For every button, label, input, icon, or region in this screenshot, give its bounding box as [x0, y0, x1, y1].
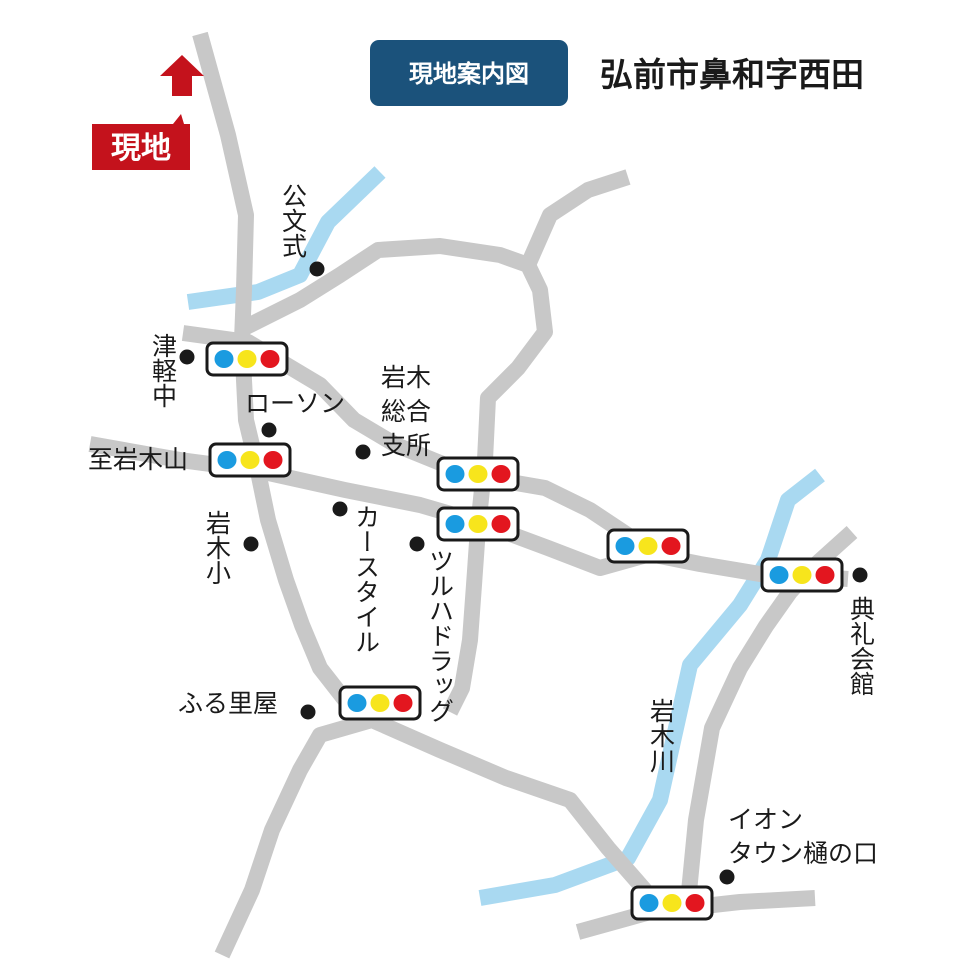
signal-furusatoya: [338, 685, 422, 721]
road-main-ns: [192, 31, 377, 727]
signal-lamp-blue: [347, 694, 367, 712]
signal-lamp-yellow: [370, 694, 390, 712]
signal-central: [436, 506, 520, 542]
signal-lamp-blue: [445, 465, 465, 483]
aeon-label-1: イオン: [728, 805, 803, 834]
signal-lamp-red: [260, 350, 280, 368]
rivers: [186, 166, 825, 906]
signal-lamp-yellow: [792, 566, 812, 584]
aeon-label-2: タウン樋の口: [728, 839, 878, 868]
tsuruha-drug-label: ツルハドラッグ: [426, 548, 455, 723]
signal-tenrei-kaikan: [760, 557, 844, 593]
signal-lamp-blue: [769, 566, 789, 584]
iwaki-river-label: 岩木川: [647, 698, 676, 773]
signal-lamp-red: [685, 894, 705, 912]
road-northern-loop: [240, 238, 553, 716]
tsugaru-chu-dot: [179, 349, 195, 365]
signal-lamp-yellow: [468, 515, 488, 533]
tsugaru-chu-label: 津軽中: [149, 333, 178, 408]
iwaki-shisho-label-1: 岩木: [381, 363, 431, 392]
iwaki-sho-dot: [243, 536, 259, 552]
signal-lamp-blue: [445, 515, 465, 533]
signal-lamp-red: [491, 465, 511, 483]
signal-lamp-red: [661, 537, 681, 555]
title-badge-label: 現地案内図: [409, 60, 529, 88]
signal-east-road: [606, 528, 690, 564]
tsuruha-drug-dot: [409, 536, 425, 552]
title-badge: [370, 40, 568, 106]
signal-lamp-yellow: [237, 350, 257, 368]
signal-lamp-yellow: [638, 537, 658, 555]
signal-lamp-blue: [214, 350, 234, 368]
tenrei-kaikan-dot: [852, 567, 868, 583]
current-location-marker: 現地: [92, 55, 204, 170]
lawson-label: ローソン: [245, 389, 345, 418]
lawson-dot: [261, 422, 277, 438]
signal-lamp-yellow: [662, 894, 682, 912]
to-iwakisan-label: 至岩木山: [88, 445, 188, 474]
iwaki-shisho-label-3: 支所: [381, 431, 431, 460]
aeon-dot: [719, 869, 735, 885]
landmark-labels: 公文式 津軽中 ローソン 岩木 総合 支所 至岩木山 岩木小 カースタイル ツル…: [88, 183, 878, 868]
current-location-label: 現地: [111, 131, 171, 166]
iwaki-shisho-label-2: 総合: [381, 397, 431, 426]
up-arrow-icon: [160, 55, 204, 96]
road-south-se: [368, 712, 669, 916]
signal-lamp-red: [263, 451, 283, 469]
signal-lamp-blue: [615, 537, 635, 555]
road-northeast-fork: [520, 169, 631, 269]
tenrei-kaikan-label: 典礼会館: [847, 596, 876, 696]
signal-tsugaru-chu: [205, 341, 289, 377]
signal-iwaki-shisho: [436, 456, 520, 492]
kumon-label: 公文式: [279, 183, 308, 258]
signal-lamp-yellow: [240, 451, 260, 469]
iwaki-shisho-dot: [355, 444, 371, 460]
car-style-dot: [332, 501, 348, 517]
signal-lamp-yellow: [468, 465, 488, 483]
current-location-badge: [92, 114, 190, 170]
car-style-label: カースタイル: [352, 504, 381, 654]
landmark-dots: [179, 261, 868, 885]
furusatoya-dot: [300, 704, 316, 720]
page-title: 弘前市鼻和字西田: [600, 55, 864, 94]
header: 現地案内図 弘前市鼻和字西田: [370, 40, 864, 106]
road-south-sw: [214, 712, 375, 959]
signal-lamp-blue: [639, 894, 659, 912]
signal-to-iwakisan: [208, 442, 292, 478]
kumon-dot: [309, 261, 325, 277]
traffic-signals: [205, 341, 844, 921]
furusatoya-label: ふる里屋: [178, 689, 278, 718]
signal-lamp-red: [815, 566, 835, 584]
signal-aeon: [630, 885, 714, 921]
signal-lamp-red: [491, 515, 511, 533]
stream-north: [186, 166, 386, 310]
signal-lamp-red: [393, 694, 413, 712]
iwaki-river: [478, 468, 825, 906]
iwaki-sho-label: 岩木小: [203, 510, 232, 585]
signal-lamp-blue: [217, 451, 237, 469]
